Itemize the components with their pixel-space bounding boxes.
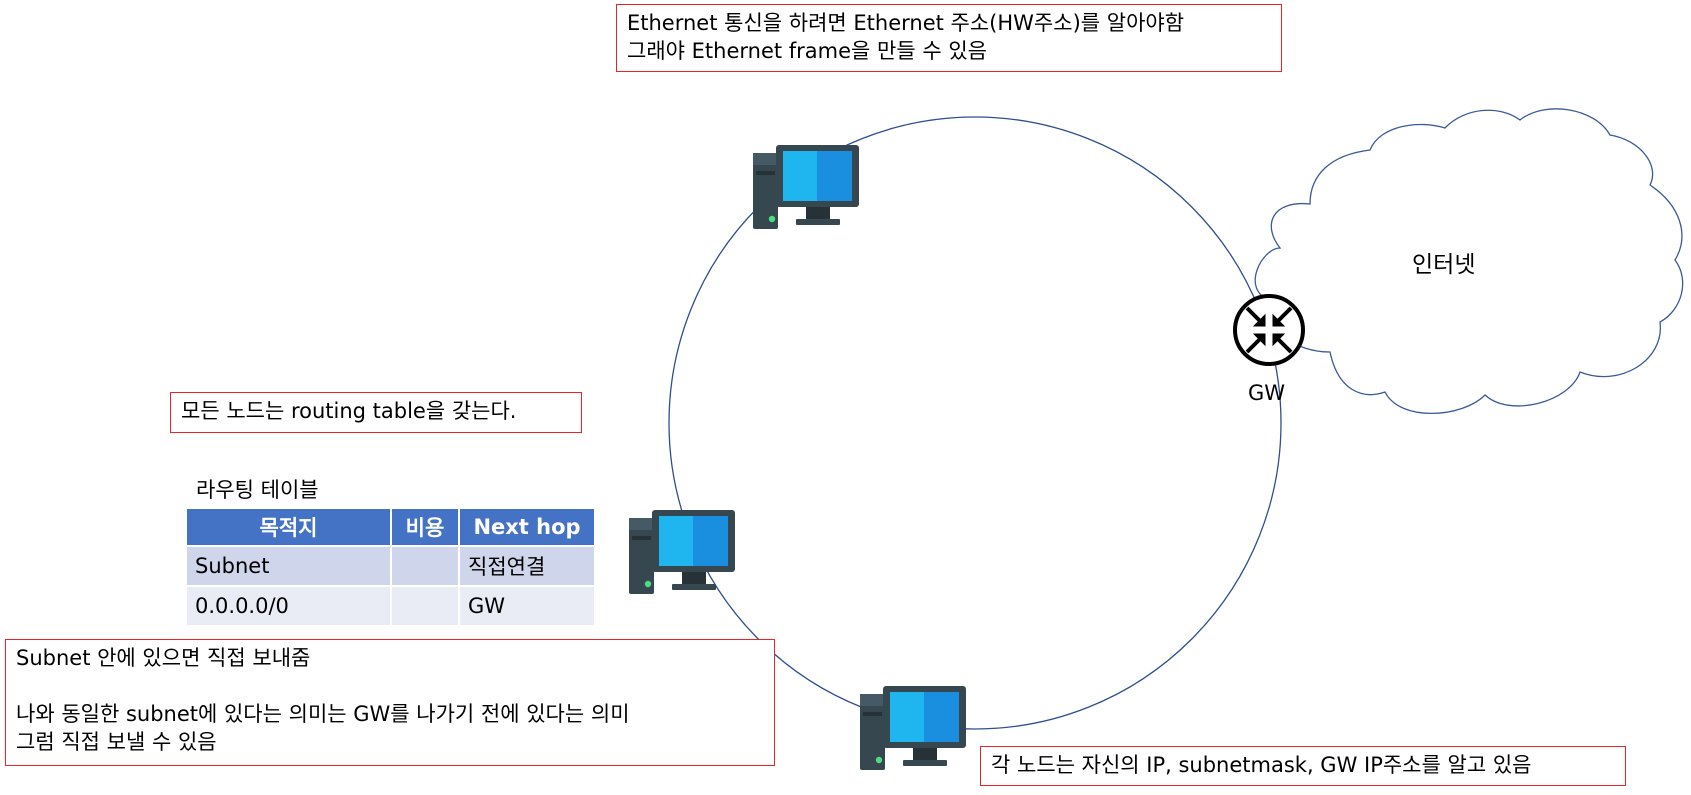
note-line [16, 672, 764, 700]
note-line: 각 노드는 자신의 IP, subnetmask, GW IP주소를 알고 있음 [991, 753, 1532, 777]
network-ring [668, 116, 1282, 730]
note-line: 그래야 Ethernet frame을 만들 수 있음 [627, 39, 987, 63]
table-row: Subnet 직접연결 [187, 546, 596, 587]
note-line: 그럼 직접 보낼 수 있음 [16, 730, 217, 754]
router-icon [1233, 294, 1305, 366]
routing-table: 목적지 비용 Next hop Subnet 직접연결 0.0.0.0/0 GW [187, 509, 596, 627]
routing-note: 모든 노드는 routing table을 갖는다. [170, 392, 582, 433]
header-cost: 비용 [391, 509, 460, 547]
cloud-icon [1254, 108, 1684, 415]
cell-destination: Subnet [187, 546, 392, 587]
subnet-note: Subnet 안에 있으면 직접 보내줌 나와 동일한 subnet에 있다는 … [5, 639, 775, 766]
note-line: Ethernet 통신을 하려면 Ethernet 주소(HW주소)를 알아야함 [627, 11, 1185, 35]
header-destination: 목적지 [187, 509, 392, 547]
note-line: Subnet 안에 있으면 직접 보내줌 [16, 646, 311, 670]
note-line: 나와 동일한 subnet에 있다는 의미는 GW를 나가기 전에 있다는 의미 [16, 702, 630, 726]
computer-icon [753, 145, 859, 229]
cell-cost [391, 546, 460, 587]
cell-cost [391, 586, 460, 627]
node-info-note: 각 노드는 자신의 IP, subnetmask, GW IP주소를 알고 있음 [980, 746, 1626, 786]
computer-icon [860, 686, 966, 770]
ethernet-note: Ethernet 통신을 하려면 Ethernet 주소(HW주소)를 알아야함… [616, 4, 1282, 72]
gw-label: GW [1248, 381, 1286, 405]
cell-next-hop: GW [459, 586, 596, 627]
header-next-hop: Next hop [459, 509, 596, 547]
table-header-row: 목적지 비용 Next hop [187, 509, 596, 547]
computer-icon [629, 510, 735, 594]
cell-next-hop: 직접연결 [459, 546, 596, 587]
note-line: 모든 노드는 routing table을 갖는다. [181, 399, 517, 423]
internet-label: 인터넷 [1412, 252, 1476, 278]
cell-destination: 0.0.0.0/0 [187, 586, 392, 627]
routing-table-title: 라우팅 테이블 [196, 478, 319, 502]
table-row: 0.0.0.0/0 GW [187, 586, 596, 627]
